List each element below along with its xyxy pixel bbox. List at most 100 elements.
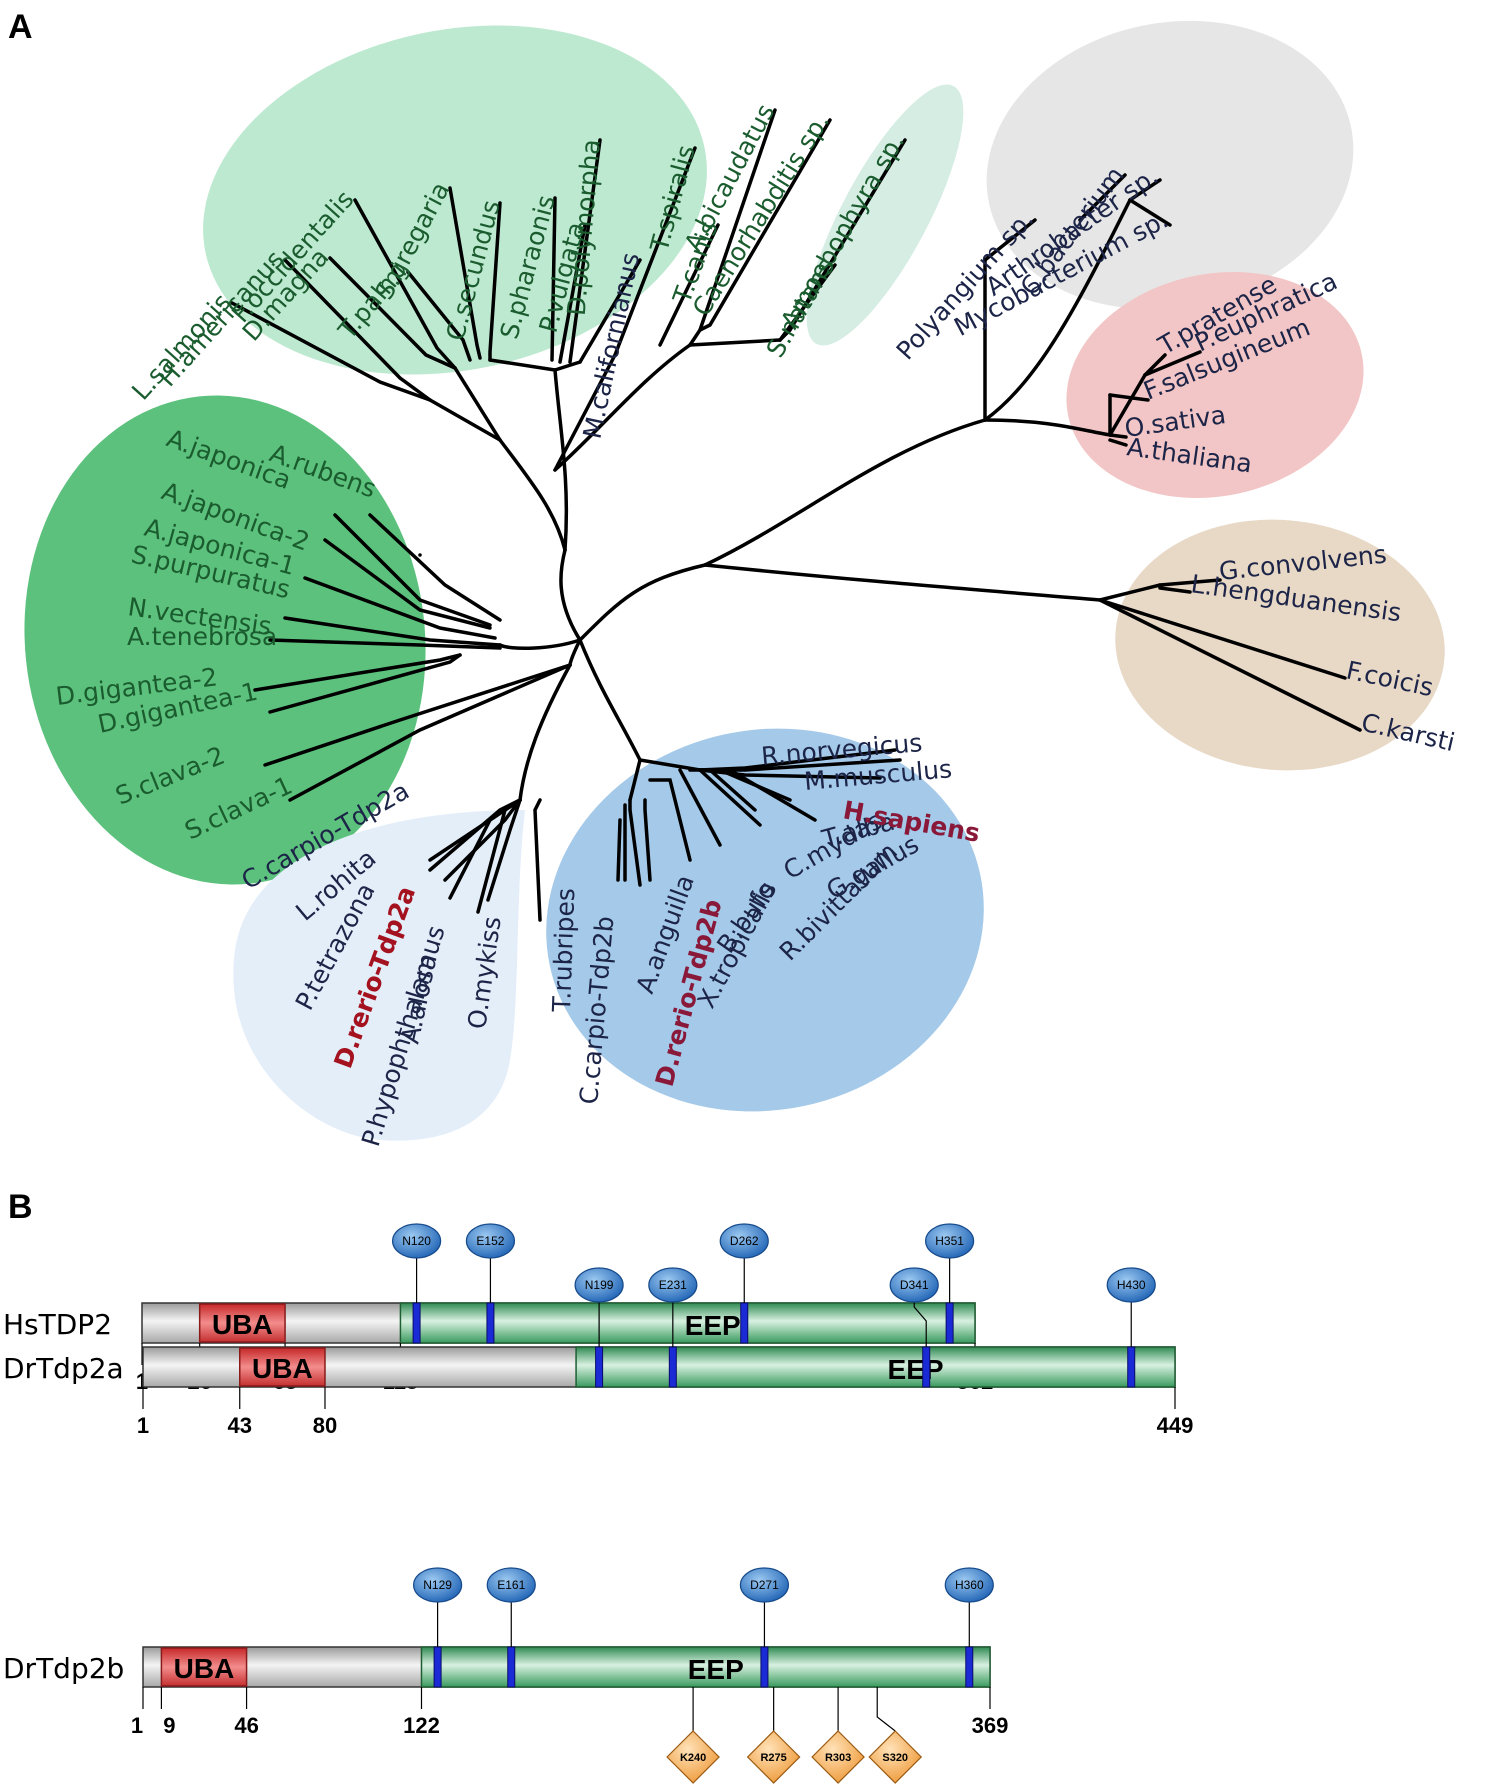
branch-backbone-6 [553,360,582,372]
branch-t_pratense [1143,353,1167,377]
active-site-bar [486,1302,495,1344]
branch-o_sativa [1108,433,1128,439]
clade-deuterostomes [24,395,426,885]
branch-backbone-10 [578,563,707,642]
branch-backbone-0 [559,548,582,642]
branch-a_rubens [368,513,502,622]
active-site-marker [486,1567,536,1603]
branch-p_hypophthalamus [486,798,522,902]
branch-mycobacterium [1128,198,1172,227]
branch-a_thaliana [1108,438,1128,447]
uba-label: UBA [212,1309,273,1340]
position-label: 122 [403,1713,440,1738]
modification-site-label: R303 [825,1752,851,1764]
active-site-bar [740,1302,749,1344]
branch-d_gigantea_1 [268,653,462,714]
branch-polyangium [983,218,1037,262]
branch-backbone-11 [703,418,987,567]
active-site-marker [719,1223,769,1259]
modification-site-label: S320 [882,1752,908,1764]
active-site-bar [922,1346,931,1388]
branch-backbone-8 [553,343,692,472]
branch-d_rerio_tdp2b [628,798,642,887]
branch-a_japonica_1 [323,538,492,630]
uba-domain [239,1347,326,1387]
eep-domain [399,1302,976,1344]
active-site-bar [412,1302,421,1344]
branch-t_canis [658,223,720,347]
branch-f_coicis [1098,598,1347,680]
branch-s_clava_2 [263,663,572,767]
branch-t_rubripes [616,818,622,882]
active-site-label: E152 [476,1234,504,1248]
branch-a_alosa [476,798,522,914]
branch-d_magna [328,256,457,370]
modification-site-marker [746,1730,801,1784]
branch-arthrobacter [1128,178,1162,202]
branch-t_palmi [406,270,472,362]
branch-l_hengduanensis [1158,586,1192,594]
branch-t_spiralis [613,146,697,357]
position-label: 80 [313,1413,337,1438]
branch-backbone-15 [1108,373,1147,437]
branch-backbone-1 [498,438,567,552]
uba-domain [198,1303,286,1343]
active-site-label: N120 [402,1234,431,1248]
branch-backbone-18 [1098,583,1162,602]
branch-backbone-17 [703,563,1102,602]
branch-backbone-7 [553,353,617,472]
branch-c_secundus [488,201,502,362]
leaf-label-t-rubripes: T.rubripes [547,888,580,1014]
active-site-label: E161 [497,1578,525,1592]
active-site-label: H430 [1117,1278,1146,1292]
branch-d_gigantea_2 [253,653,462,692]
branch-caenorhabditis [698,118,832,332]
modification-site-marker [666,1730,720,1784]
modification-site-marker [811,1730,865,1784]
active-site-bar [507,1646,516,1688]
position-label: 9 [163,1713,175,1738]
branch-c_bacterium [1078,173,1127,222]
eep-domain [575,1346,1176,1388]
active-site-label: D341 [900,1278,929,1292]
clade-bacteria [986,20,1354,310]
modification-site-marker [868,1730,923,1784]
clade-protists [806,84,964,346]
branch-p_tetrazona [443,798,522,882]
active-site-label: D271 [750,1578,779,1592]
active-site-label: D262 [730,1234,759,1248]
branch-s_gregaria [448,186,482,360]
branch-backbone-3 [428,398,502,442]
branch-g_convolvens [1158,578,1222,587]
panel-label-b: B [8,1188,33,1226]
active-site-marker [391,1223,442,1259]
branch-backbone-2 [453,366,502,442]
branch-x_tropicalis [648,778,692,862]
active-site-marker [925,1223,975,1259]
active-site-bar [945,1302,954,1344]
branch-r_norvegicus [698,748,897,772]
branch-m_californianus [578,258,642,364]
branch-a_tenebrosa [268,638,502,650]
eep-domain [420,1646,991,1688]
position-label: 449 [1157,1413,1194,1438]
branch-o_mykiss [533,798,542,922]
active-site-marker [944,1567,994,1603]
branch-backbone-9 [688,338,782,347]
eep-label: EEP [688,1654,744,1685]
domain-diagrams: HsTDP2UBAEEPN120E152D262H35112663113362D… [3,1223,1194,1784]
active-site-bar [668,1346,677,1388]
branch-a_anguilla [643,798,652,882]
branch-p_vulgata [558,223,587,364]
active-site-bar [965,1646,974,1688]
active-site-marker [648,1267,698,1303]
active-site-label: N199 [585,1278,614,1292]
active-site-bar [760,1646,769,1688]
position-label: 1 [137,1413,149,1438]
leaf-label-a-tenebrosa: A.tenebrosa [127,622,277,651]
active-site-bar [433,1646,442,1688]
active-site-label: H351 [935,1234,964,1248]
branch-backbone-5 [488,358,557,372]
uba-domain [160,1647,248,1687]
